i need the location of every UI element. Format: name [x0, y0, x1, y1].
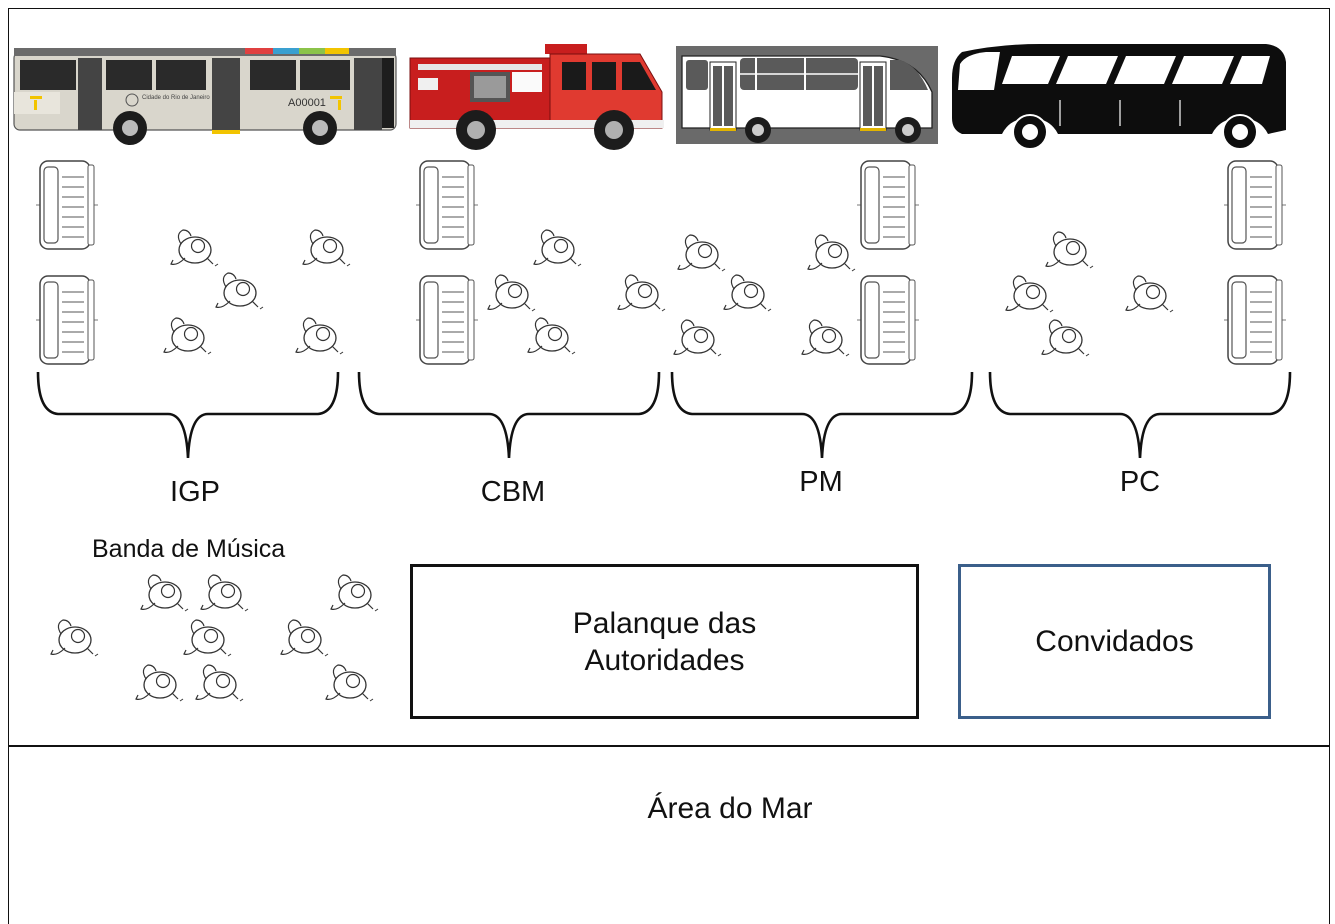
person-topview-icon — [807, 234, 856, 272]
person-topview-icon — [1045, 231, 1094, 269]
person-topview-icon — [1041, 319, 1090, 357]
sea-area-label: Área do Mar — [647, 792, 813, 825]
convidados-stand: Convidados — [958, 564, 1271, 719]
convidados-label: Convidados — [1035, 625, 1194, 658]
person-topview-icon — [487, 274, 536, 312]
curly-brace-icon — [36, 370, 340, 460]
motorcycle-topview-icon — [415, 160, 479, 250]
person-topview-icon — [215, 272, 264, 310]
person-topview-icon — [533, 229, 582, 267]
person-topview-icon — [302, 229, 351, 267]
motorcycle-topview-icon — [1223, 275, 1287, 365]
group-label-igp: IGP — [170, 476, 220, 508]
group-label-cbm: CBM — [480, 476, 546, 508]
fire-truck-icon — [409, 44, 664, 150]
motorcycle-topview-icon — [35, 160, 99, 250]
person-topview-icon — [617, 274, 666, 312]
city-bus-icon: Cidade do Rio de Janeiro A00001 — [13, 48, 397, 145]
motorcycle-topview-icon — [35, 275, 99, 365]
palanque-label-line2: Autoridades — [584, 643, 745, 677]
bus-brand-text: Cidade do Rio de Janeiro — [142, 95, 210, 101]
curly-brace-icon — [357, 370, 661, 460]
motorcycle-topview-icon — [856, 275, 920, 365]
musician-topview-icon — [325, 664, 374, 702]
palanque-label-line1: Palanque das — [572, 606, 757, 640]
musician-topview-icon — [135, 664, 184, 702]
musician-topview-icon — [330, 574, 379, 612]
person-topview-icon — [1005, 275, 1054, 313]
bus-number-text: A00001 — [288, 97, 326, 109]
motorcycle-topview-icon — [1223, 160, 1287, 250]
musician-topview-icon — [280, 619, 329, 657]
person-topview-icon — [673, 319, 722, 357]
shoreline-divider — [8, 745, 1330, 747]
musician-topview-icon — [195, 664, 244, 702]
group-label-pm: PM — [799, 466, 843, 498]
curly-brace-icon — [988, 370, 1292, 460]
musician-topview-icon — [50, 619, 99, 657]
band-group — [50, 574, 379, 702]
person-topview-icon — [163, 317, 212, 355]
minibus-icon — [676, 46, 938, 144]
person-topview-icon — [677, 234, 726, 272]
palanque-stand: Palanque das Autoridades — [410, 564, 919, 719]
curly-brace-icon — [670, 370, 974, 460]
person-topview-icon — [527, 317, 576, 355]
person-topview-icon — [723, 274, 772, 312]
diagram-frame — [8, 8, 1330, 924]
motorcycle-topview-icon — [415, 275, 479, 365]
band-label: Banda de Música — [92, 535, 286, 563]
group-label-pc: PC — [1119, 466, 1161, 498]
motorcycle-topview-icon — [856, 160, 920, 250]
coach-bus-silhouette-icon — [952, 44, 1286, 150]
person-topview-icon — [1125, 275, 1174, 313]
person-topview-icon — [170, 229, 219, 267]
musician-topview-icon — [140, 574, 189, 612]
musician-topview-icon — [183, 619, 232, 657]
person-topview-icon — [801, 319, 850, 357]
person-topview-icon — [295, 317, 344, 355]
musician-topview-icon — [200, 574, 249, 612]
